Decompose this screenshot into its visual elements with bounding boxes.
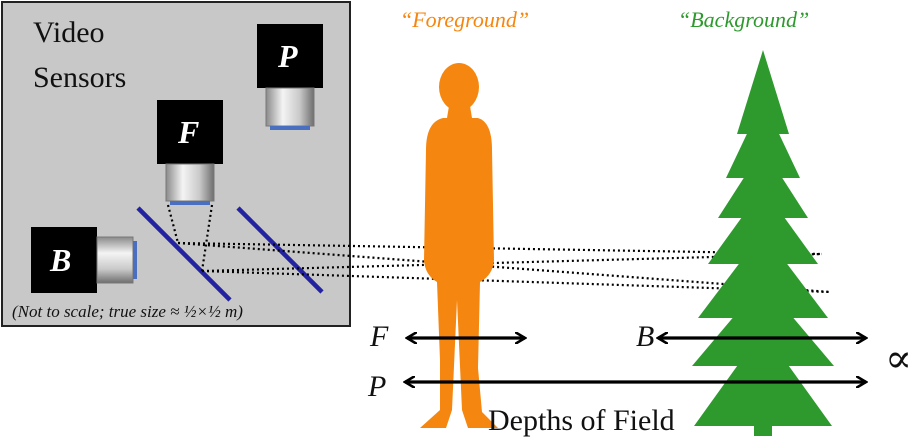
tree-silhouette (692, 50, 834, 436)
box-title-line1: Video (33, 16, 105, 49)
p-depth-label: P (368, 370, 387, 403)
camera-f-label: F (178, 114, 200, 150)
camera-p-label: P (278, 38, 298, 74)
infinity-symbol: ∝ (885, 336, 911, 381)
background-label: “Background” (678, 7, 810, 32)
scale-note: (Not to scale; true size ≈ ½×½ m) (12, 302, 243, 321)
beam-splitter-2 (236, 206, 324, 294)
camera-b (31, 227, 137, 293)
camera-p (257, 24, 323, 130)
beam-splitter-1 (136, 206, 232, 302)
b-depth-label: B (636, 320, 655, 353)
camera-b-label: B (50, 242, 72, 278)
foreground-label: “Foreground” (400, 7, 530, 32)
person-silhouette (420, 63, 498, 428)
box-title-line2: Sensors (33, 61, 127, 94)
depth-of-field-caption: Depths of Field (488, 404, 675, 437)
f-depth-label: F (370, 320, 389, 353)
camera-f (157, 100, 223, 205)
